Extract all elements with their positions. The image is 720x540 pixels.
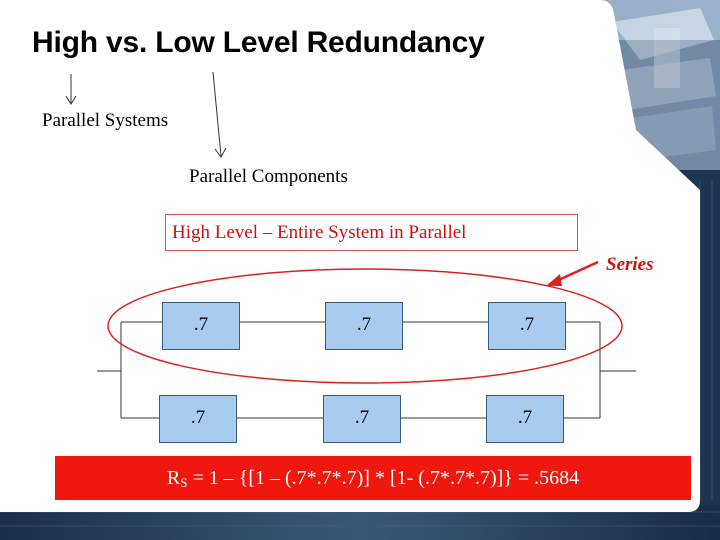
parallel-components-label: Parallel Components bbox=[189, 166, 348, 187]
arrow-parallel-components-head bbox=[214, 147, 227, 158]
page-title: High vs. Low Level Redundancy bbox=[32, 26, 485, 59]
formula-subscript: S bbox=[180, 475, 188, 490]
component-top-2: .7 bbox=[325, 302, 403, 350]
arrow-parallel-systems-head bbox=[65, 95, 77, 105]
component-bottom-2: .7 bbox=[323, 395, 401, 443]
series-pointer-arrow bbox=[546, 260, 599, 286]
component-top-3: .7 bbox=[488, 302, 566, 350]
component-bottom-1: .7 bbox=[159, 395, 237, 443]
component-bottom-3: .7 bbox=[486, 395, 564, 443]
parallel-systems-label: Parallel Systems bbox=[42, 110, 169, 131]
high-level-box: High Level – Entire System in Parallel bbox=[165, 214, 578, 251]
arrow-parallel-components bbox=[212, 71, 222, 157]
reliability-formula: RS = 1 – {[1 – (.7*.7*.7)] * [1- (.7*.7*… bbox=[55, 456, 691, 500]
series-ellipse bbox=[107, 268, 623, 384]
series-label: Series bbox=[606, 254, 654, 275]
formula-expression: = 1 – {[1 – (.7*.7*.7)] * [1- (.7*.7*.7)… bbox=[187, 467, 580, 489]
component-top-1: .7 bbox=[162, 302, 240, 350]
formula-r: R bbox=[166, 467, 181, 489]
